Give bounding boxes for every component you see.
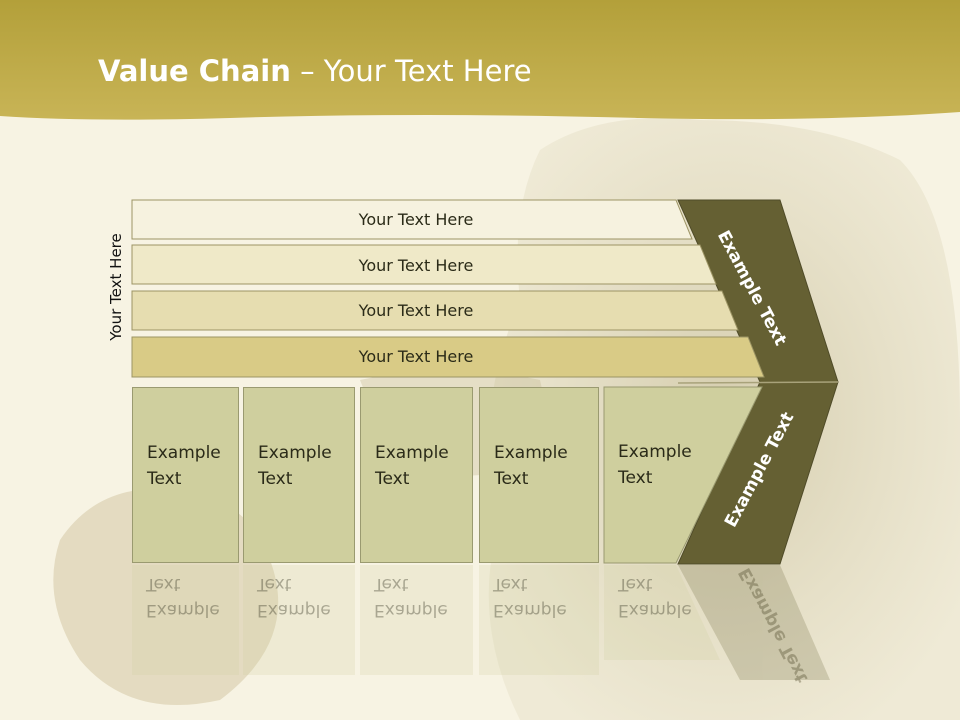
- bar-2-shape: [131, 244, 717, 285]
- column-4-reflection: Example Text: [479, 565, 599, 675]
- bar-2: Your Text Here: [358, 256, 474, 275]
- column-4-line1: Example: [494, 443, 568, 463]
- column-5-line1: Example: [618, 442, 692, 462]
- reflection-5-line2: Text: [618, 574, 653, 594]
- column-2: Example Text: [243, 387, 355, 563]
- bar-3-shape: [131, 290, 739, 331]
- reflection-3-line1: Example: [374, 600, 448, 620]
- bar-4: Your Text Here: [358, 347, 474, 366]
- column-3-reflection: Example Text: [360, 565, 473, 675]
- column-1: Example Text: [132, 387, 239, 563]
- page-title: Value Chain – Your Text Here: [98, 54, 532, 88]
- column-1-line2: Text: [147, 469, 182, 489]
- column-3-line1: Example: [375, 443, 449, 463]
- reflection-1-line2: Text: [146, 574, 181, 594]
- title-rest: – Your Text Here: [290, 54, 532, 88]
- reflection-3-line2: Text: [374, 574, 409, 594]
- reflection-4-line1: Example: [493, 600, 567, 620]
- reflection-4-line2: Text: [493, 574, 528, 594]
- column-5-line2: Text: [618, 468, 653, 488]
- column-2-reflection: Example Text: [243, 565, 355, 675]
- reflection-5-line1: Example: [618, 600, 692, 620]
- column-3-line2: Text: [375, 469, 410, 489]
- column-4-line2: Text: [494, 469, 529, 489]
- title-bold: Value Chain: [98, 54, 291, 88]
- column-4: Example Text: [479, 387, 599, 563]
- bar-1-shape: [131, 199, 693, 240]
- column-5: Example Text: [604, 387, 704, 563]
- bar-3: Your Text Here: [358, 301, 474, 320]
- reflection-1-line1: Example: [146, 600, 220, 620]
- side-label: Your Text Here: [107, 233, 125, 341]
- reflection-2-line2: Text: [257, 574, 292, 594]
- column-2-line2: Text: [258, 469, 293, 489]
- column-5-reflection: Example Text: [604, 565, 704, 675]
- column-1-reflection: Example Text: [132, 565, 239, 675]
- bar-1: Your Text Here: [358, 210, 474, 229]
- column-2-line1: Example: [258, 443, 332, 463]
- column-1-line1: Example: [147, 443, 221, 463]
- bar-4-shape: [131, 336, 765, 378]
- column-3: Example Text: [360, 387, 473, 563]
- header-band: [0, 0, 960, 120]
- column-5-shape: [603, 386, 763, 564]
- reflection-2-line1: Example: [257, 600, 331, 620]
